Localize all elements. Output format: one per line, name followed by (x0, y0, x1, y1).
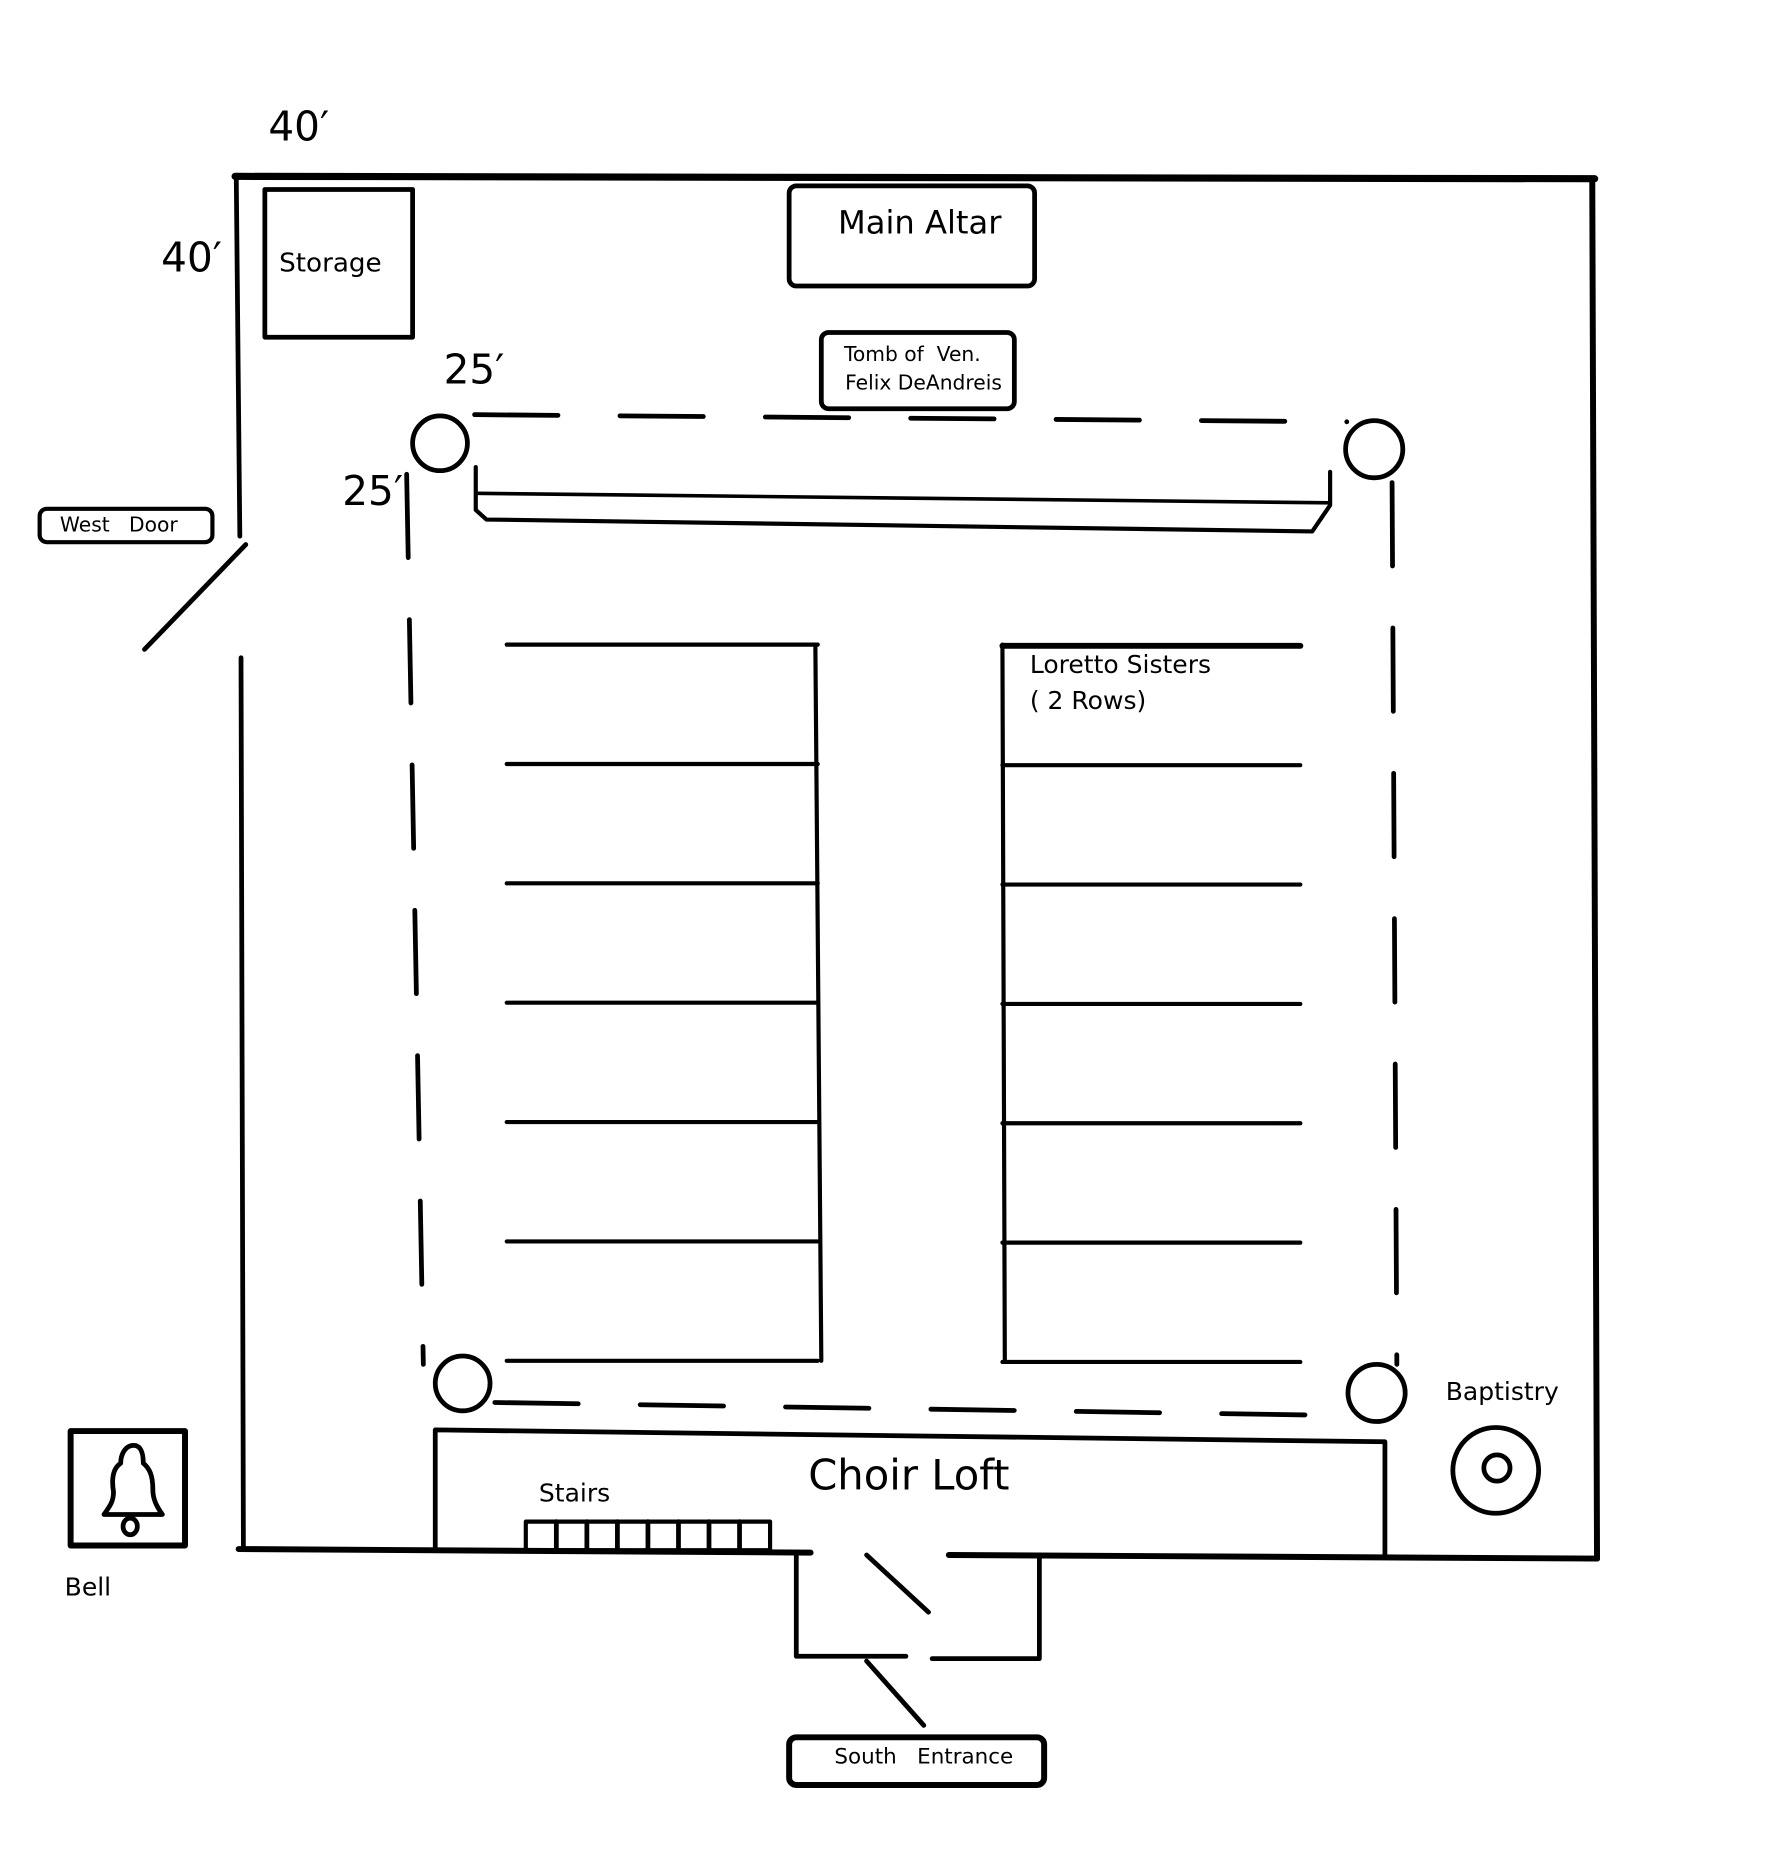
south-outer-door-leaf[interactable] (864, 1658, 927, 1728)
stairs-steps (523, 1519, 773, 1553)
tomb-label-line1: Tomb of Ven. (843, 342, 981, 366)
column-ne (1343, 418, 1406, 481)
west-door-leaf[interactable] (142, 542, 249, 652)
south-vestibule (793, 1552, 1042, 1728)
south-wall-east (945, 1552, 1601, 1562)
north-wall (231, 172, 1599, 183)
nave-dash-east (1389, 480, 1400, 1367)
south-entrance[interactable]: South Entrance (786, 1734, 1048, 1788)
pews-left (504, 642, 824, 1363)
dimension-inner-left-label: 25′ (342, 467, 403, 515)
storage-label: Storage (279, 249, 382, 279)
loretto-sisters-label-line2: ( 2 Rows) (1030, 686, 1146, 715)
bell-box (67, 1428, 188, 1549)
column-se (1345, 1361, 1408, 1424)
column-nw (410, 413, 470, 474)
column-sw (432, 1353, 493, 1414)
west-wall-upper (233, 173, 243, 539)
choir-loft: Choir Loft (432, 1427, 1388, 1559)
baptistry-label: Baptistry (1446, 1377, 1559, 1406)
nave-dash-north (472, 412, 1350, 425)
south-entrance-label-box (786, 1734, 1048, 1788)
west-door-label-box (37, 506, 215, 545)
tomb-box (818, 330, 1017, 412)
south-inner-door-leaf[interactable] (864, 1552, 931, 1615)
stairs: Stairs (523, 1478, 773, 1553)
pew-left-aisle-edge (813, 642, 824, 1363)
bell: Bell (65, 1428, 188, 1602)
communion-rail-outline (473, 465, 1333, 534)
pews-right (999, 642, 1304, 1365)
dimension-inner-top-label: 25′ (444, 346, 505, 394)
communion-rail (473, 465, 1333, 534)
west-wall-lower (238, 655, 246, 1552)
bell-label: Bell (65, 1573, 111, 1602)
nave-dash-south (492, 1400, 1350, 1418)
columns (410, 413, 1408, 1424)
communion-rail-inner (473, 491, 1332, 505)
choir-loft-label: Choir Loft (808, 1450, 1009, 1499)
main-altar-box (786, 183, 1037, 289)
nave-dashed-outline (404, 412, 1400, 1418)
stairs-label: Stairs (539, 1478, 610, 1507)
tomb: Tomb of Ven. Felix DeAndreis (818, 330, 1017, 412)
west-door[interactable]: West Door (37, 506, 249, 652)
baptistry: Baptistry (1446, 1377, 1559, 1516)
baptistry-font-outer-icon (1450, 1425, 1542, 1516)
east-wall (1589, 175, 1601, 1562)
main-altar-label: Main Altar (838, 204, 1002, 242)
pew-right-aisle-edge (1000, 642, 1007, 1363)
dimension-top-label: 40′ (268, 103, 329, 151)
dimension-left-label: 40′ (161, 234, 222, 282)
main-altar: Main Altar (786, 183, 1037, 289)
vestibule-east (929, 1553, 1042, 1662)
storage-room: Storage (262, 187, 415, 340)
tomb-label-line2: Felix DeAndreis (845, 371, 1002, 395)
west-door-label: West Door (60, 512, 178, 536)
vestibule-west (793, 1553, 909, 1659)
choir-loft-outline (432, 1427, 1388, 1559)
baptistry-font-inner-icon (1481, 1452, 1513, 1484)
south-entrance-label: South Entrance (834, 1745, 1013, 1770)
loretto-sisters-label-line1: Loretto Sisters (1030, 650, 1211, 679)
nave-dash-west (404, 471, 426, 1367)
storage-box (262, 187, 415, 340)
bell-icon (101, 1442, 165, 1538)
